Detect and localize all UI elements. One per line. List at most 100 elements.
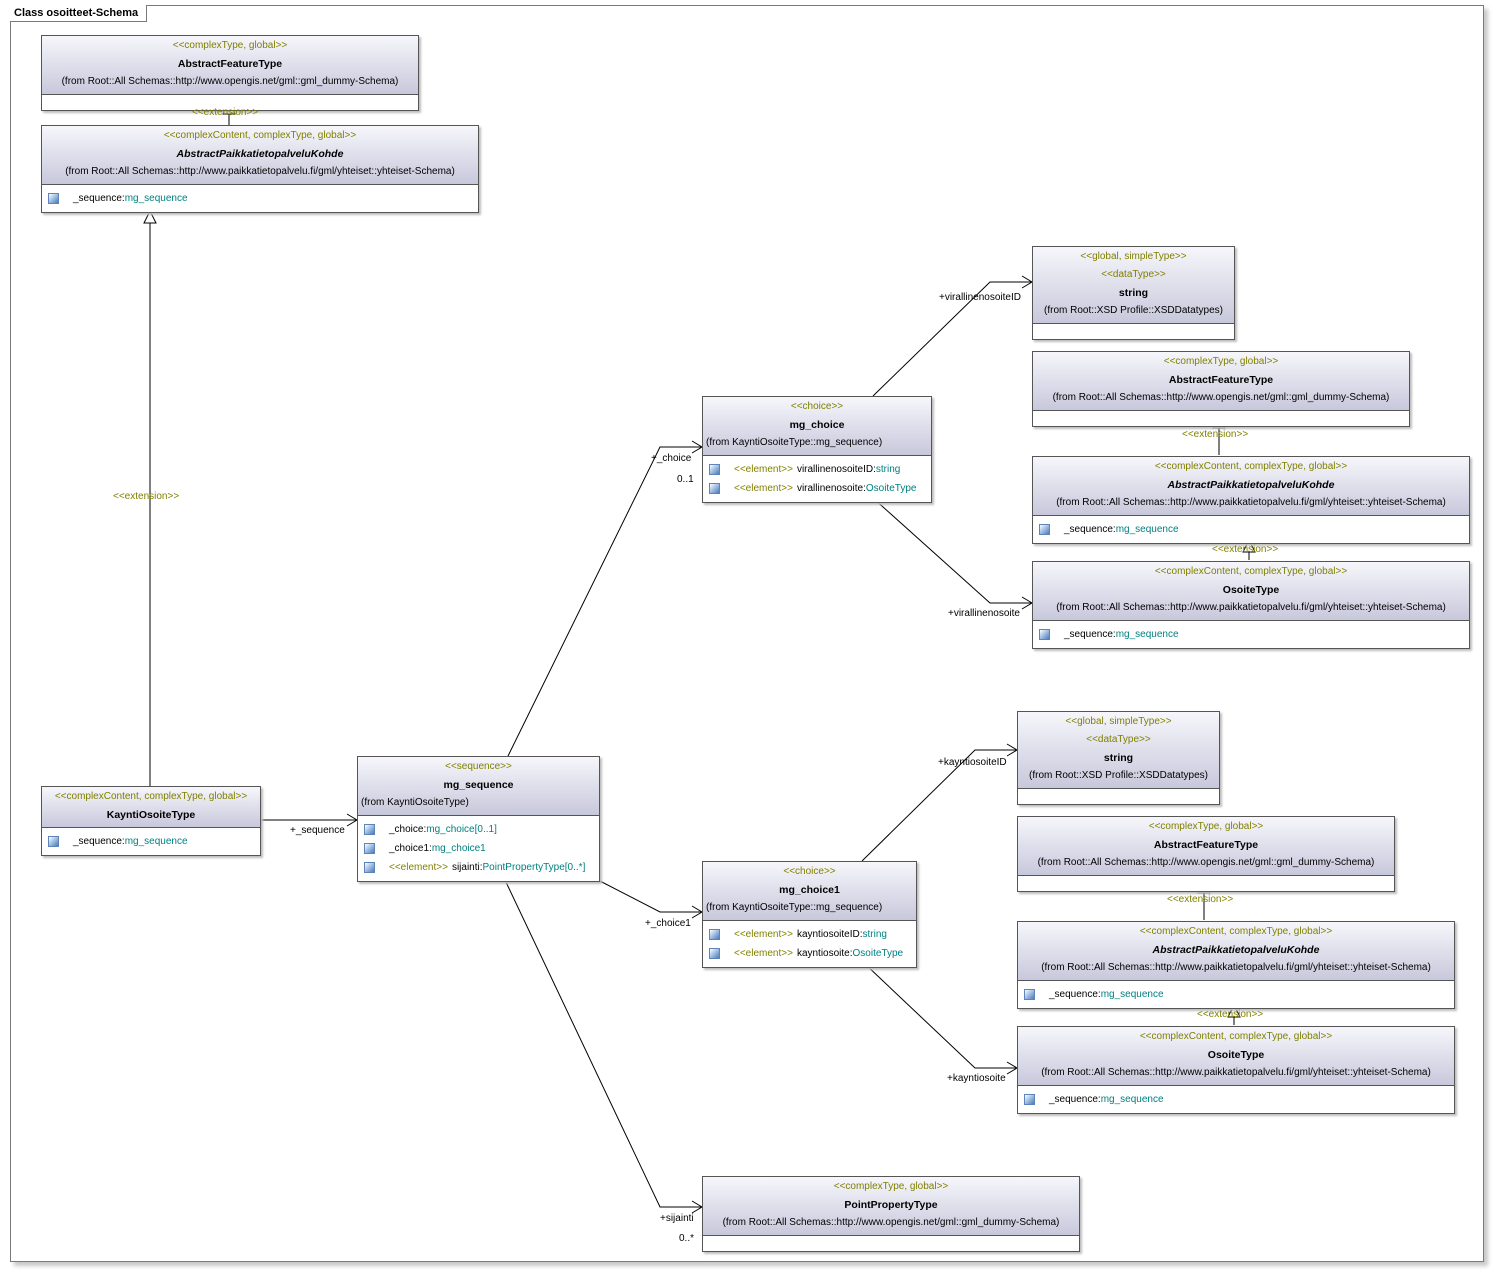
class-origin: (from KayntiOsoiteType): [361, 797, 469, 808]
class-origin: (from Root::All Schemas::http://www.paik…: [1041, 1067, 1431, 1078]
extension-label: <<extension>>: [113, 491, 180, 502]
stereotype: <<global, simpleType>>: [1080, 251, 1187, 262]
class-abstract-feature-type[interactable]: <<complexType, global>> AbstractFeatureT…: [1017, 816, 1395, 892]
attribute-icon: [709, 464, 720, 475]
class-mg-sequence[interactable]: <<sequence>> mg_sequence (from KayntiOso…: [357, 756, 600, 882]
stereotype: <<complexContent, complexType, global>>: [1139, 926, 1333, 937]
attribute-row[interactable]: _sequence:mg_sequence: [1039, 625, 1465, 644]
extension-label: <<extension>>: [1167, 894, 1234, 905]
assoc-choice1: [597, 879, 702, 913]
class-origin: (from Root::All Schemas::http://www.paik…: [65, 166, 455, 177]
stereotype: <<complexContent, complexType, global>>: [163, 130, 357, 141]
class-name: AbstractFeatureType: [1153, 839, 1259, 851]
attribute-compartment: <<element>>kayntiosoiteID:string <<eleme…: [703, 921, 916, 967]
class-abstract-paikkatietopalvelu-kohde[interactable]: <<complexContent, complexType, global>> …: [1017, 921, 1455, 1009]
attribute-compartment: _sequence:mg_sequence: [1033, 621, 1469, 648]
attribute-compartment: <<element>>virallinenosoiteID:string <<e…: [703, 456, 931, 502]
attribute-icon: [1039, 629, 1050, 640]
class-name: string: [1118, 287, 1149, 299]
class-osoite-type[interactable]: <<complexContent, complexType, global>> …: [1032, 561, 1470, 649]
class-origin: (from Root::All Schemas::http://www.paik…: [1056, 497, 1446, 508]
class-origin: (from Root::All Schemas::http://www.open…: [61, 76, 399, 87]
attribute-row[interactable]: _sequence:mg_sequence: [48, 189, 474, 208]
diagram-title: Class osoitteet-Schema: [10, 5, 148, 22]
class-abstract-feature-type[interactable]: <<complexType, global>> AbstractFeatureT…: [1032, 351, 1410, 427]
class-origin: (from Root::All Schemas::http://www.paik…: [1041, 962, 1431, 973]
role-label: +virallinenosoite: [948, 608, 1020, 619]
extension-arrow-6: [1227, 1003, 1241, 1018]
class-kaynti-osoite-type[interactable]: <<complexContent, complexType, global>> …: [41, 786, 261, 856]
stereotype: <<complexContent, complexType, global>>: [1139, 1031, 1333, 1042]
class-string[interactable]: <<global, simpleType>> <<dataType>> stri…: [1032, 246, 1235, 340]
attribute-icon: [709, 483, 720, 494]
attribute-row[interactable]: _sequence:mg_sequence: [1024, 985, 1450, 1004]
role-label: +virallinenosoiteID: [939, 292, 1021, 303]
stereotype-datatype: <<dataType>>: [1086, 734, 1151, 745]
multiplicity-label: 0..1: [677, 474, 694, 485]
class-origin: (from KayntiOsoiteType::mg_sequence): [706, 902, 883, 913]
class-name: AbstractPaikkatietopalveluKohde: [1167, 479, 1335, 491]
attribute-compartment: [1033, 411, 1409, 426]
stereotype: <<choice>>: [783, 866, 836, 877]
stereotype: <<complexContent, complexType, global>>: [1154, 566, 1348, 577]
attribute-row[interactable]: <<element>>virallinenosoite:OsoiteType: [709, 479, 927, 498]
class-abstract-feature-type[interactable]: <<complexType, global>> AbstractFeatureT…: [41, 35, 419, 111]
extension-label: <<extension>>: [192, 107, 259, 118]
class-point-property-type[interactable]: <<complexType, global>> PointPropertyTyp…: [702, 1176, 1080, 1252]
class-mg-choice1[interactable]: <<choice>> mg_choice1 (from KayntiOsoite…: [702, 861, 917, 968]
attribute-row[interactable]: _choice:mg_choice[0..1]: [364, 820, 595, 839]
attribute-icon: [364, 862, 375, 873]
attribute-row[interactable]: <<element>>virallinenosoiteID:string: [709, 460, 927, 479]
attribute-compartment: _sequence:mg_sequence: [1033, 516, 1469, 543]
class-mg-choice[interactable]: <<choice>> mg_choice (from KayntiOsoiteT…: [702, 396, 932, 503]
attribute-row[interactable]: _choice1:mg_choice1: [364, 839, 595, 858]
class-name: AbstractPaikkatietopalveluKohde: [1152, 944, 1320, 956]
stereotype-datatype: <<dataType>>: [1101, 269, 1166, 280]
class-name: string: [1103, 752, 1134, 764]
class-osoite-type[interactable]: <<complexContent, complexType, global>> …: [1017, 1026, 1455, 1114]
class-origin: (from Root::All Schemas::http://www.open…: [1037, 857, 1375, 868]
class-name: AbstractFeatureType: [1168, 374, 1274, 386]
attribute-row[interactable]: <<element>>sijainti:PointPropertyType[0.…: [364, 858, 595, 877]
stereotype: <<complexType, global>>: [1163, 356, 1279, 367]
class-string[interactable]: <<global, simpleType>> <<dataType>> stri…: [1017, 711, 1220, 805]
class-name: mg_choice1: [779, 884, 840, 896]
class-name: mg_choice: [789, 419, 845, 431]
class-name: OsoiteType: [1222, 584, 1280, 596]
role-label: +kayntiosoite: [947, 1073, 1006, 1084]
assoc-virallinenosoiteID: [872, 281, 1032, 397]
attribute-compartment: [1033, 324, 1234, 339]
class-name: OsoiteType: [1207, 1049, 1265, 1061]
attribute-icon: [364, 824, 375, 835]
assoc-sijainti: [504, 879, 702, 1208]
attribute-row[interactable]: <<element>>kayntiosoiteID:string: [709, 925, 912, 944]
attribute-compartment: [703, 1236, 1079, 1251]
role-label: +kayntiosoiteID: [938, 757, 1007, 768]
attribute-icon: [1024, 989, 1035, 1000]
class-abstract-paikkatietopalvelu-kohde[interactable]: <<complexContent, complexType, global>> …: [41, 125, 479, 213]
class-origin: (from Root::All Schemas::http://www.open…: [1052, 392, 1390, 403]
extension-label: <<extension>>: [1182, 429, 1249, 440]
extension-label: <<extension>>: [1212, 544, 1279, 555]
attribute-row[interactable]: _sequence:mg_sequence: [1024, 1090, 1450, 1109]
class-origin: (from Root::XSD Profile::XSDDatatypes): [1029, 770, 1208, 781]
stereotype: <<complexContent, complexType, global>>: [54, 791, 248, 802]
attribute-row[interactable]: <<element>>kayntiosoite:OsoiteType: [709, 944, 912, 963]
role-label: +_choice: [651, 453, 692, 464]
attribute-icon: [1039, 524, 1050, 535]
extension-label: <<extension>>: [1197, 1009, 1264, 1020]
attribute-compartment: _choice:mg_choice[0..1] _choice1:mg_choi…: [358, 816, 599, 881]
attribute-icon: [48, 836, 59, 847]
class-abstract-paikkatietopalvelu-kohde[interactable]: <<complexContent, complexType, global>> …: [1032, 456, 1470, 544]
attribute-row[interactable]: _sequence:mg_sequence: [48, 832, 256, 851]
class-origin: (from Root::All Schemas::http://www.paik…: [1056, 602, 1446, 613]
class-origin: (from KayntiOsoiteType::mg_sequence): [706, 437, 883, 448]
stereotype: <<complexContent, complexType, global>>: [1154, 461, 1348, 472]
assoc-kayntiosoite: [863, 962, 1017, 1069]
stereotype: <<choice>>: [790, 401, 844, 412]
stereotype: <<complexType, global>>: [833, 1181, 949, 1192]
attribute-compartment: _sequence:mg_sequence: [42, 185, 478, 212]
attribute-row[interactable]: _sequence:mg_sequence: [1039, 520, 1465, 539]
class-name: KayntiOsoiteType: [106, 809, 196, 821]
attribute-icon: [709, 929, 720, 940]
